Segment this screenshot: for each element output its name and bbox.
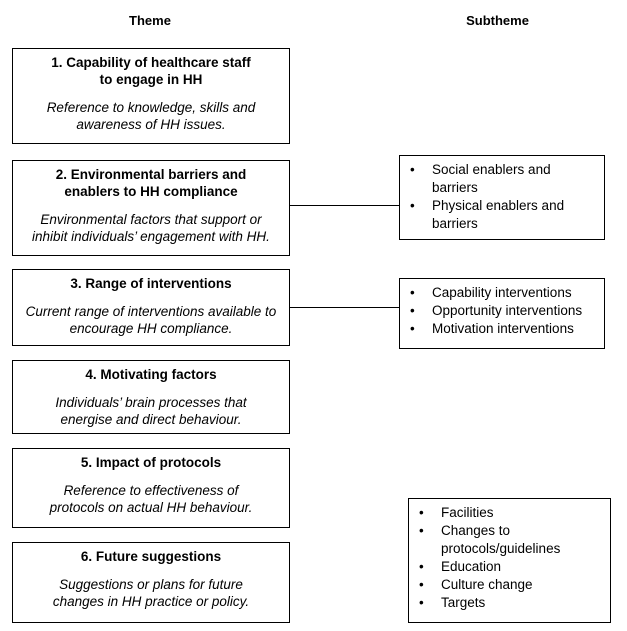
subtheme-box-future: Facilities Changes to protocols/guidelin… [408, 498, 611, 623]
subtheme-item: Culture change [409, 576, 602, 594]
theme-title: 5. Impact of protocols [80, 455, 222, 470]
theme-box-future: 6. Future suggestions Suggestions or pla… [12, 542, 290, 623]
theme-description: Current range of interventions available… [25, 304, 277, 336]
subtheme-item: Targets [409, 594, 602, 612]
theme-box-capability: 1. Capability of healthcare staff to eng… [12, 48, 290, 144]
theme-description: Individuals’ brain processes that energi… [55, 395, 247, 427]
subtheme-item: Capability interventions [400, 284, 600, 302]
theme-box-protocols: 5. Impact of protocols Reference to effe… [12, 448, 290, 528]
theme-title: 6. Future suggestions [80, 549, 222, 564]
subtheme-column-header: Subtheme [466, 13, 529, 28]
theme-title: 4. Motivating factors [85, 367, 217, 382]
connector-line [290, 205, 400, 206]
subtheme-box-environmental: Social enablers and barriers Physical en… [399, 155, 605, 240]
theme-description: Environmental factors that support or in… [32, 212, 270, 244]
theme-description: Suggestions or plans for future changes … [52, 577, 250, 609]
subtheme-item: Physical enablers and barriers [400, 197, 598, 233]
subtheme-item: Motivation interventions [400, 320, 600, 338]
subtheme-item: Opportunity interventions [400, 302, 600, 320]
theme-title: 2. Environmental barriers and enablers t… [55, 167, 247, 199]
theme-title: 1. Capability of healthcare staff to eng… [51, 55, 251, 87]
theme-box-environmental: 2. Environmental barriers and enablers t… [12, 160, 290, 256]
subtheme-item: Facilities [409, 504, 602, 522]
theme-box-motivating: 4. Motivating factors Individuals’ brain… [12, 360, 290, 434]
subtheme-item: Social enablers and barriers [400, 161, 598, 197]
subtheme-item: Changes to protocols/guidelines [409, 522, 602, 558]
subtheme-item: Education [409, 558, 602, 576]
connector-line [290, 307, 400, 308]
theme-description: Reference to effectiveness of protocols … [49, 483, 253, 515]
subtheme-box-interventions: Capability interventions Opportunity int… [399, 278, 605, 349]
theme-column-header: Theme [129, 13, 171, 28]
theme-title: 3. Range of interventions [70, 276, 232, 291]
theme-box-interventions: 3. Range of interventions Current range … [12, 269, 290, 346]
theme-description: Reference to knowledge, skills and aware… [46, 100, 256, 132]
